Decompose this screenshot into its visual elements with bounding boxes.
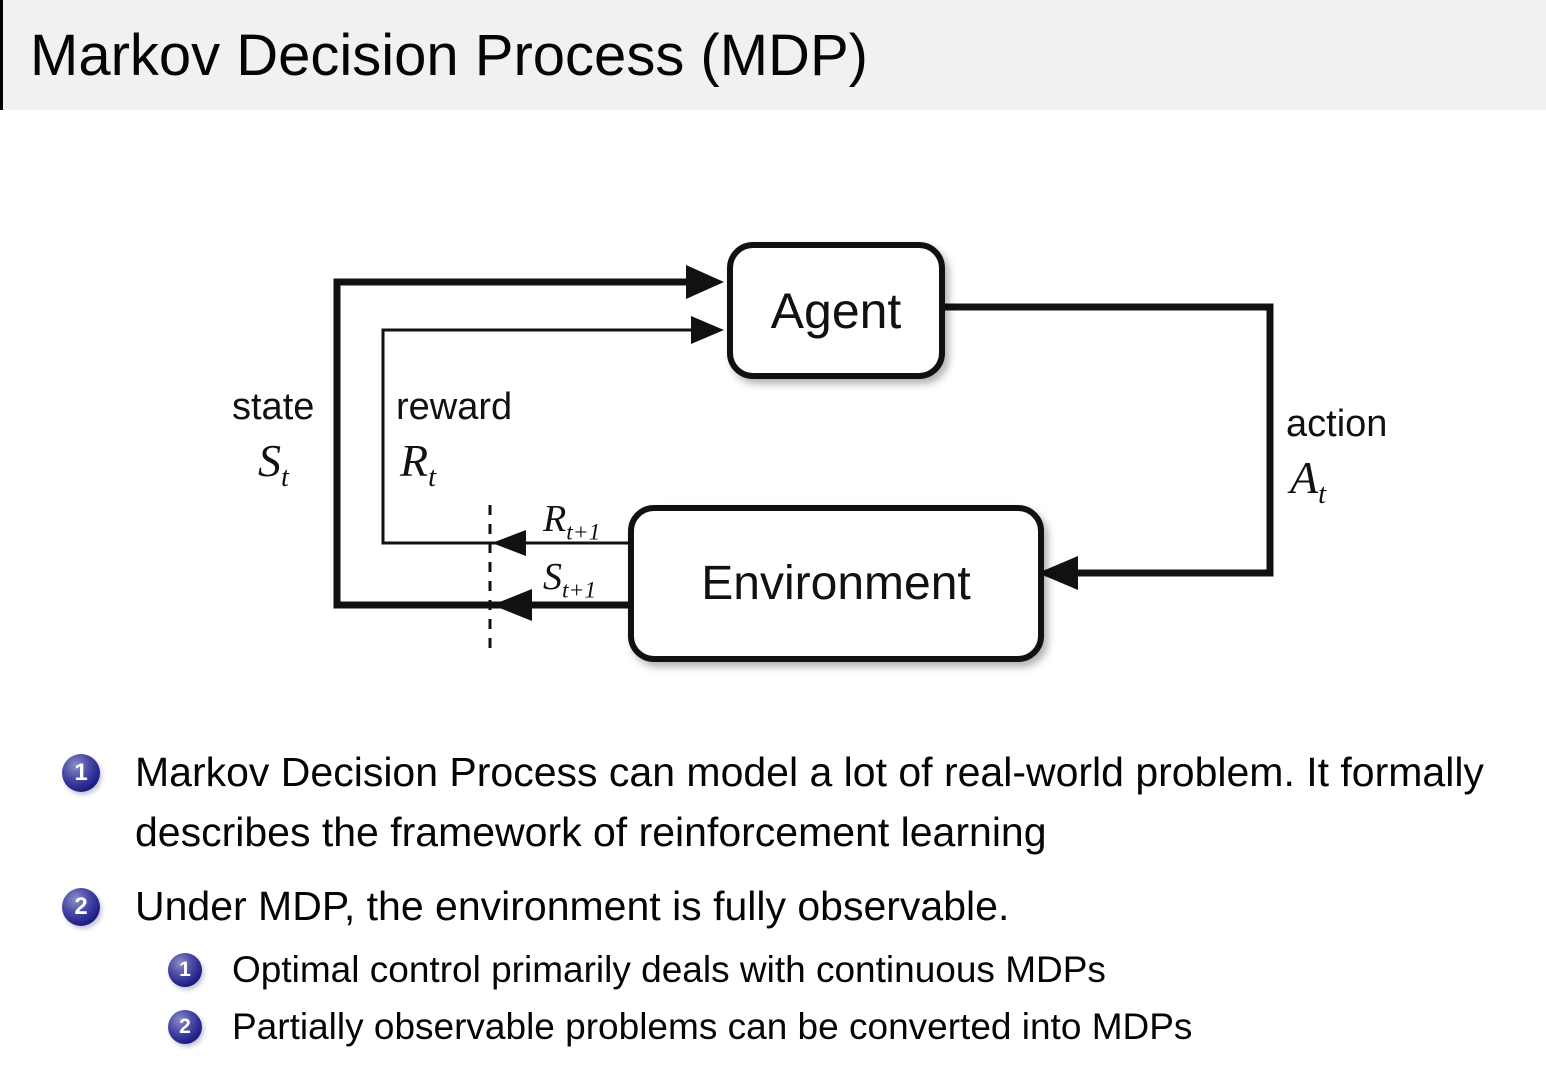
bullet-list: 1 Markov Decision Process can model a lo… <box>62 742 1512 1053</box>
next-reward-symbol: Rt+1 <box>543 498 601 546</box>
bullet-number-badge: 2 <box>62 888 100 926</box>
sub-bullet-text: Partially observable problems can be con… <box>232 1006 1193 1047</box>
slide-title-bar: Markov Decision Process (MDP) <box>0 0 1546 110</box>
agent-box: Agent <box>727 242 945 379</box>
reward-label: reward <box>396 386 513 428</box>
page-title: Markov Decision Process (MDP) <box>30 22 868 88</box>
sub-bullet-text: Optimal control primarily deals with con… <box>232 949 1106 990</box>
left-edge-divider <box>0 0 3 110</box>
sub-bullet-number-badge: 2 <box>168 1010 202 1044</box>
state-arrowhead-into-agent <box>686 265 724 299</box>
action-label: action <box>1286 403 1388 445</box>
environment-box-label: Environment <box>701 557 971 610</box>
list-item: 1 Optimal control primarily deals with c… <box>168 944 1512 996</box>
state-label: state <box>232 386 315 428</box>
action-symbol: At <box>1290 452 1327 511</box>
action-arrowhead-into-environment <box>1038 556 1078 590</box>
list-item: 1 Markov Decision Process can model a lo… <box>62 742 1512 862</box>
reward-symbol: Rt <box>400 435 437 494</box>
reward-arrowhead-into-agent <box>691 316 724 344</box>
state-arrow-line <box>333 278 700 609</box>
next-state-symbol: St+1 <box>543 556 597 604</box>
list-item: 2 Under MDP, the environment is fully ob… <box>62 876 1512 936</box>
state-symbol: St <box>258 435 289 494</box>
next-reward-arrowhead <box>492 530 526 556</box>
agent-box-label: Agent <box>770 282 902 339</box>
reward-arrow-line <box>381 328 700 545</box>
next-state-arrowhead <box>492 589 532 621</box>
environment-box: Environment <box>628 505 1044 662</box>
bullet-text: Under MDP, the environment is fully obse… <box>135 883 1010 929</box>
list-item: 2 Partially observable problems can be c… <box>168 1001 1512 1053</box>
bullet-text: Markov Decision Process can model a lot … <box>135 749 1484 855</box>
bullet-number-badge: 1 <box>62 754 100 792</box>
action-arrow-line <box>933 303 1274 577</box>
sub-bullet-list: 1 Optimal control primarily deals with c… <box>62 944 1512 1053</box>
sub-bullet-number-badge: 1 <box>168 953 202 987</box>
